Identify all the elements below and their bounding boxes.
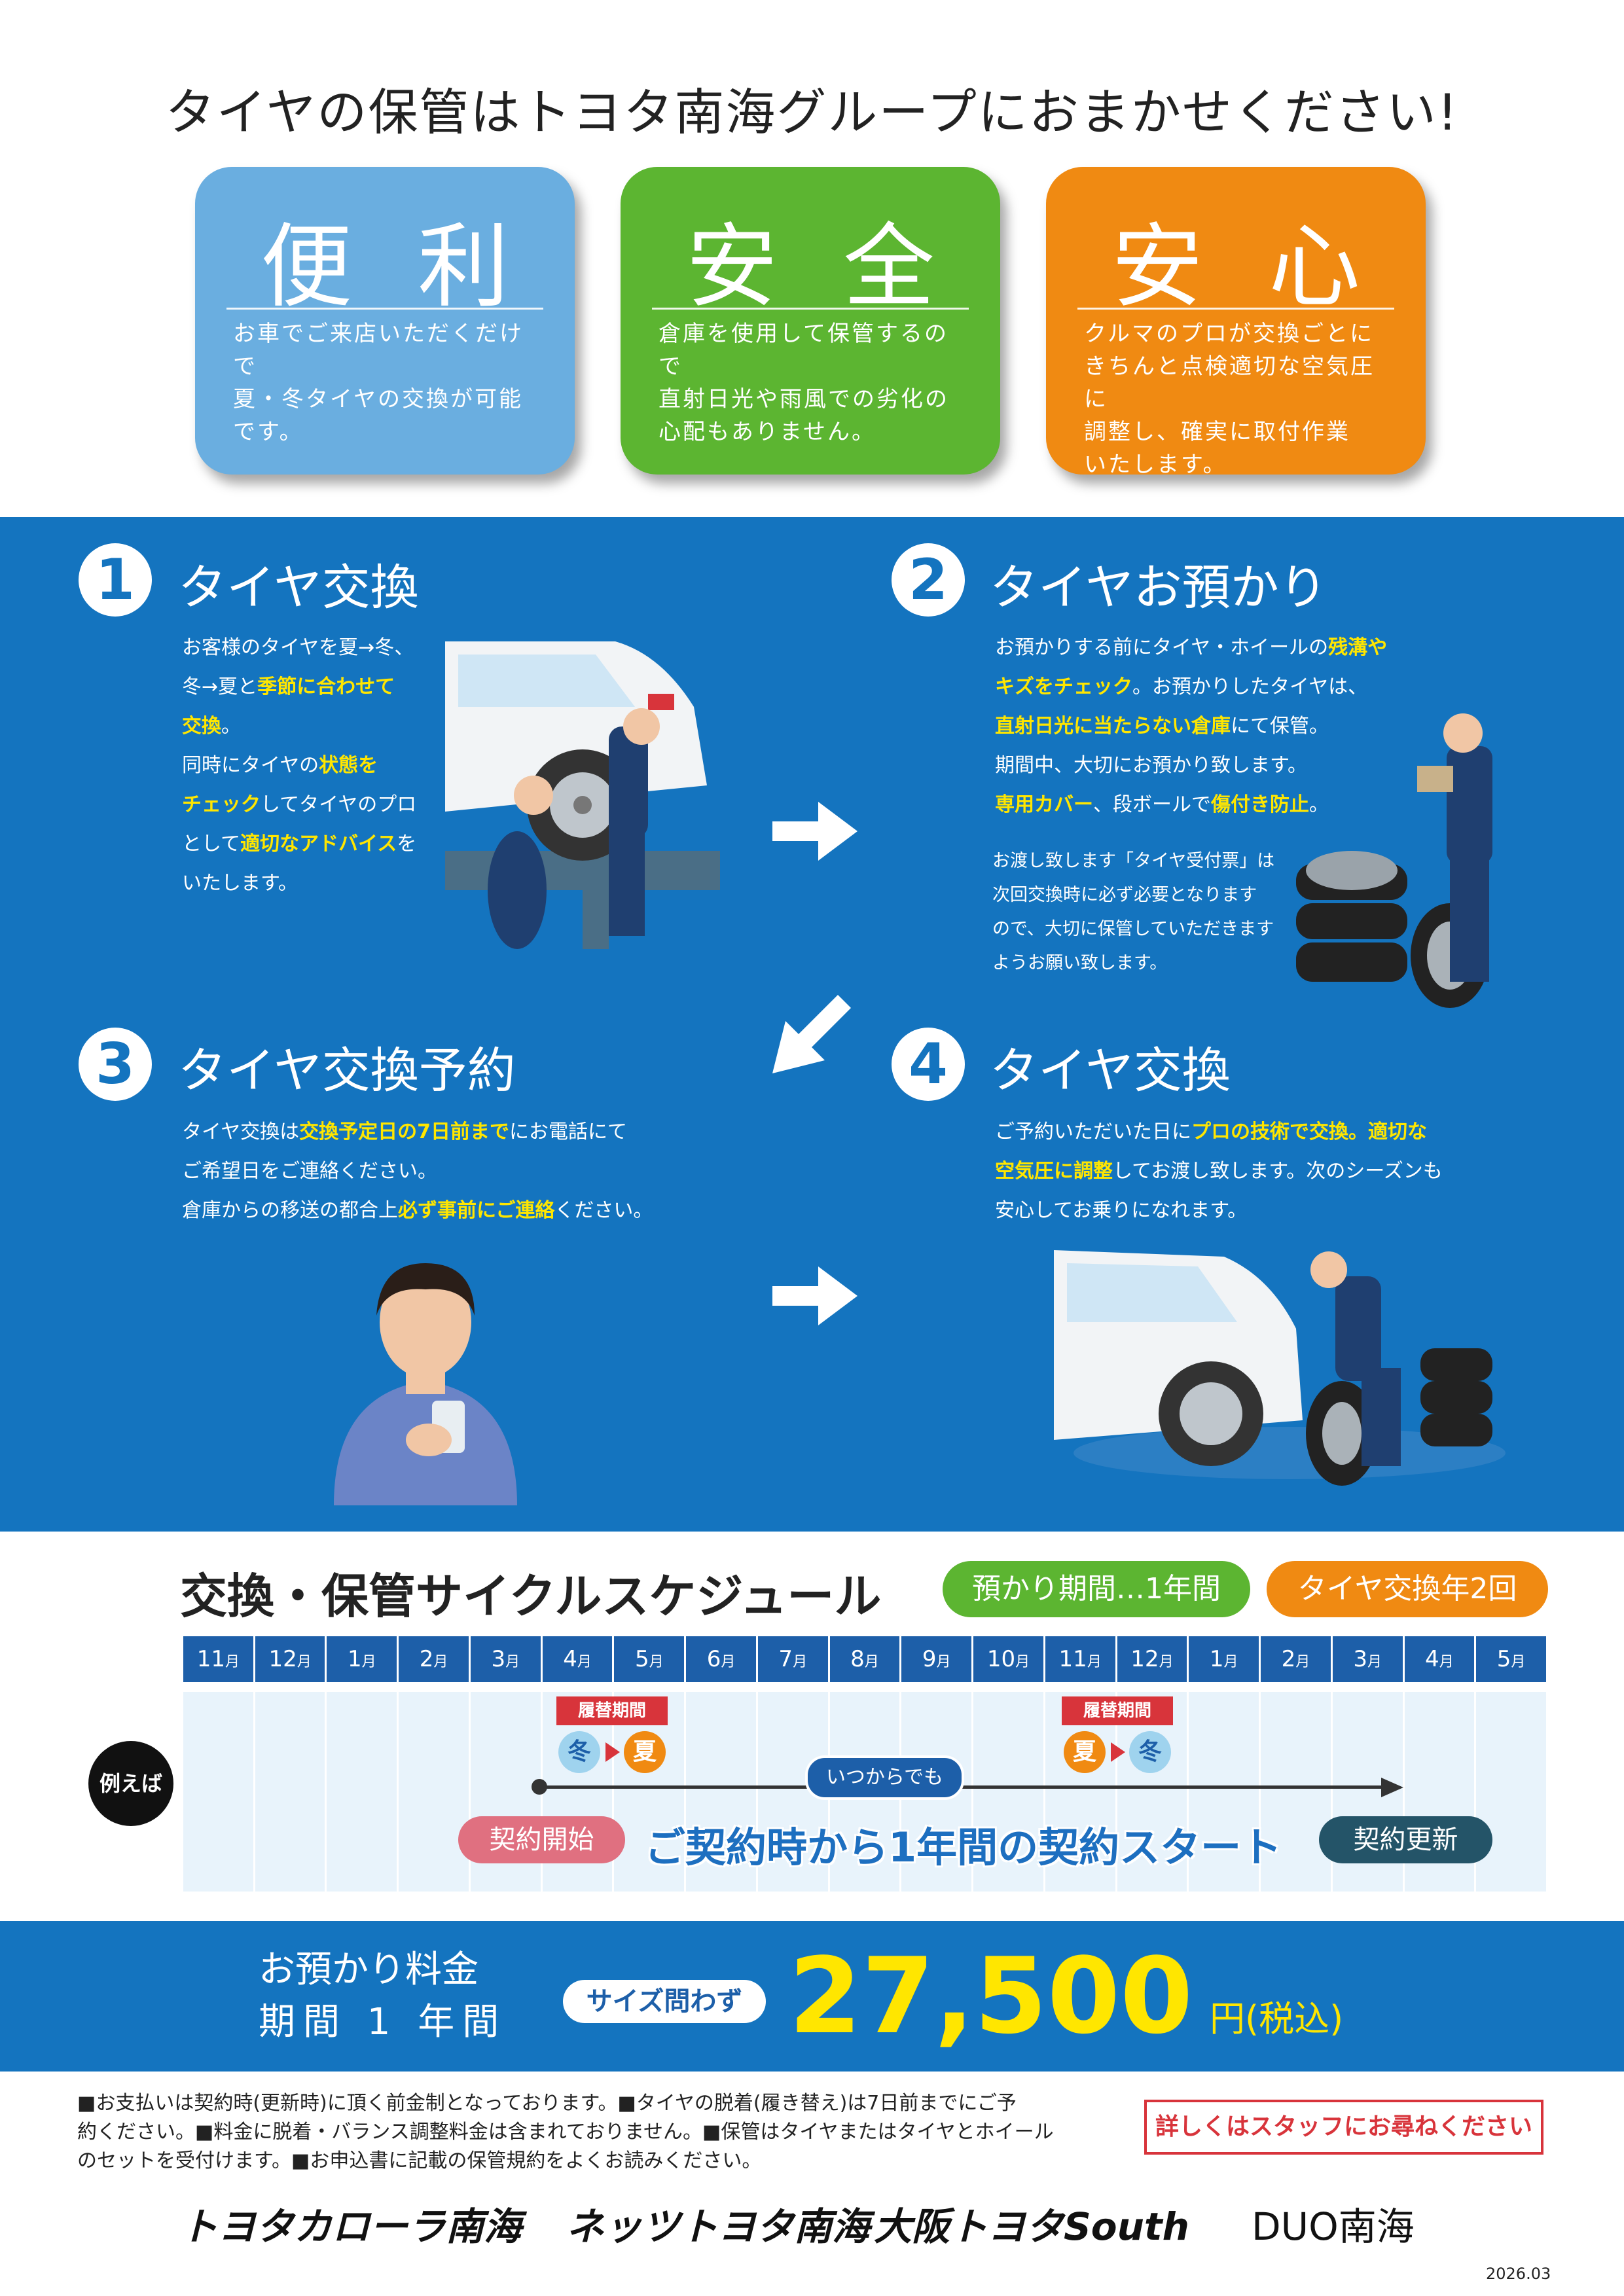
page-headline: タイヤの保管はトヨタ南海グループにおまかせください! [165, 83, 1459, 141]
card-title: 安心 [1111, 214, 1426, 321]
step-4-title: タイヤ交換 [990, 1043, 1231, 1099]
any-size-badge: サイズ問わず [563, 1980, 766, 2023]
grid-column [255, 1692, 327, 1892]
anytime-bubble: いつからでも [805, 1755, 964, 1800]
example-badge: 例えば [88, 1741, 173, 1826]
grid-column [614, 1692, 687, 1892]
storage-illustration [1296, 713, 1492, 1008]
card-divider [652, 308, 969, 310]
month-cell: 4月 [542, 1636, 615, 1682]
month-cell: 3月 [470, 1636, 543, 1682]
grid-column [1261, 1692, 1333, 1892]
month-cell: 1月 [327, 1636, 399, 1682]
grid-column [183, 1692, 255, 1892]
month-cell: 1月 [1189, 1636, 1261, 1682]
swap-arrow-icon [1111, 1742, 1125, 1762]
month-cell: 10月 [973, 1636, 1045, 1682]
issue-date: 2026.03 [1486, 2265, 1551, 2283]
grid-column [399, 1692, 471, 1892]
ask-staff-box: 詳しくはスタッフにお尋ねください [1144, 2100, 1543, 2155]
grid-column [1189, 1692, 1261, 1892]
logo-corolla-nankai: トヨタカローラ南海 [180, 2204, 522, 2249]
grid-column [1117, 1692, 1189, 1892]
grid-column [1045, 1692, 1117, 1892]
step-2-note: お渡し致します「タイヤ受付票」は次回交換時に必ず必要となりますので、大切に保管し… [992, 851, 1275, 973]
step-2-number: 2 [892, 543, 965, 617]
tire-return-illustration [1054, 1250, 1506, 1486]
card-divider [1077, 308, 1394, 310]
card-divider [226, 308, 543, 310]
storage-period-pill: 預かり期間…1年間 [943, 1561, 1250, 1617]
logo-osaka-toyota-south: 大阪トヨタSouth [874, 2204, 1189, 2249]
month-cell: 6月 [686, 1636, 758, 1682]
logo-duo-nankai: DUO南海 [1252, 2204, 1415, 2249]
step-3-title: タイヤ交換予約 [178, 1043, 516, 1099]
swap-period-tag: 履替期間 [1062, 1696, 1173, 1725]
month-cell: 11月 [183, 1636, 255, 1682]
month-cell: 12月 [255, 1636, 327, 1682]
grid-column [1333, 1692, 1405, 1892]
month-cell: 12月 [1117, 1636, 1189, 1682]
step-4-text: ご予約いただいた日にプロの技術で交換。適切な 空気圧に調整してお渡し致します。次… [995, 1121, 1443, 1222]
month-cell: 9月 [901, 1636, 974, 1682]
arrow-right-icon [772, 802, 857, 861]
month-cell: 7月 [757, 1636, 830, 1682]
card-description: クルマのプロが交換ごとにきちんと点検適切な空気圧に調整し、確実に取付作業いたしま… [1084, 321, 1375, 478]
price-amount: 27,500 [789, 1935, 1193, 2057]
terms-notes: ■お支払いは契約時(更新時)に頂く前金制となっております。■タイヤの脱着(履き替… [77, 2092, 1054, 2172]
step-1-title: タイヤ交換 [178, 560, 419, 616]
grid-column [901, 1692, 974, 1892]
step-2-text: お預かりする前にタイヤ・ホイールの残溝や キズをチェック。お預かりしたタイヤは、… [995, 636, 1388, 816]
card-title: 安全 [686, 214, 1001, 321]
month-cell: 2月 [1261, 1636, 1333, 1682]
grid-column [686, 1692, 758, 1892]
timeline-arrow-icon [1381, 1778, 1403, 1797]
step-1-text: お客様のタイヤを夏→冬、 冬→夏と季節に合わせて 交換。 同時にタイヤの状態を … [182, 636, 417, 895]
step-3-number: 3 [79, 1028, 152, 1101]
month-cell: 5月 [614, 1636, 687, 1682]
grid-column [327, 1692, 399, 1892]
contract-renewal-pill: 契約更新 [1319, 1816, 1492, 1863]
card-peace-of-mind: 安心 クルマのプロが交換ごとにきちんと点検適切な空気圧に調整し、確実に取付作業い… [1046, 167, 1426, 478]
card-title: 便利 [261, 214, 575, 321]
arrow-down-left-icon [772, 995, 851, 1073]
grid-column [543, 1692, 615, 1892]
step-3-text: タイヤ交換は交換予定日の7日前までにお電話にて ご希望日をご連絡ください。 倉庫… [182, 1121, 653, 1222]
step-1-number: 1 [79, 543, 152, 617]
month-cell: 11月 [1045, 1636, 1117, 1682]
summer-tire-badge: 夏 [624, 1731, 666, 1773]
contract-start-pill: 契約開始 [458, 1816, 625, 1863]
price-label: お預かり料金 期間 1 年間 [259, 1948, 507, 2043]
grid-column [1405, 1692, 1477, 1892]
arrow-right-icon [772, 1266, 857, 1325]
winter-tire-badge: 冬 [558, 1731, 600, 1773]
twice-yearly-pill: タイヤ交換年2回 [1267, 1561, 1548, 1617]
summer-tire-badge: 夏 [1064, 1731, 1106, 1773]
month-cell: 5月 [1476, 1636, 1548, 1682]
card-safety: 安全 倉庫を使用して保管するので直射日光や雨風での劣化の心配もありません。 [621, 167, 1000, 475]
swap-arrow-icon [605, 1742, 620, 1762]
month-cell: 4月 [1404, 1636, 1477, 1682]
tire-change-illustration [445, 641, 720, 949]
month-cell: 2月 [399, 1636, 471, 1682]
month-cell: 8月 [829, 1636, 902, 1682]
price-section [0, 1921, 1624, 2072]
customer-phone-illustration [334, 1263, 517, 1505]
step-4-number: 4 [892, 1028, 965, 1101]
schedule-title: 交換・保管サイクルスケジュール [180, 1569, 882, 1624]
swap-period-tag: 履替期間 [556, 1696, 668, 1725]
month-cell: 3月 [1332, 1636, 1405, 1682]
step-2-title: タイヤお預かり [990, 560, 1327, 616]
logo-netz-nankai: ネッツトヨタ南海 [566, 2204, 871, 2249]
winter-tire-badge: 冬 [1129, 1731, 1171, 1773]
card-description: お車でご来店いただくだけで夏・冬タイヤの交換が可能です。 [233, 321, 524, 445]
card-convenience: 便利 お車でご来店いただくだけで夏・冬タイヤの交換が可能です。 [195, 167, 575, 475]
grid-column [1476, 1692, 1548, 1892]
contract-banner: ご契約時から1年間の契約スタート [645, 1823, 1282, 1871]
card-description: 倉庫を使用して保管するので直射日光や雨風での劣化の心配もありません。 [659, 321, 949, 445]
price-unit: 円(税込) [1210, 1998, 1344, 2039]
grid-column [973, 1692, 1045, 1892]
